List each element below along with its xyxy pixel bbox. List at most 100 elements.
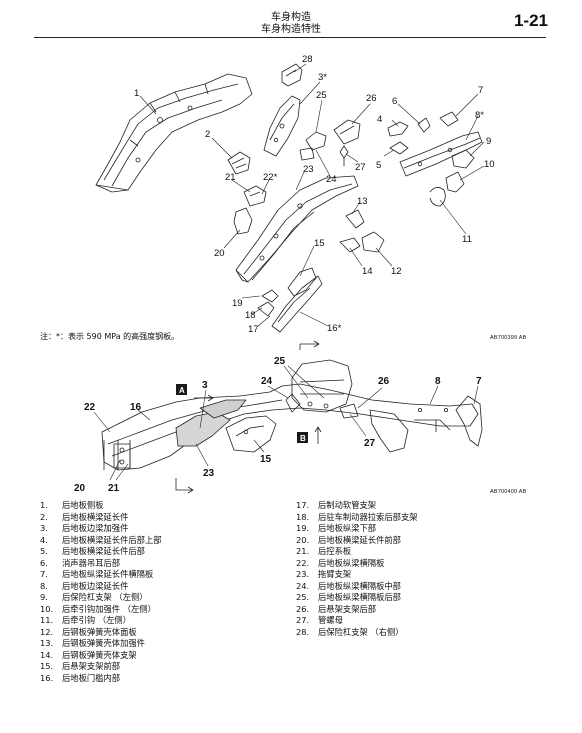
- callout-25: 25: [316, 90, 327, 101]
- callout-3: 3*: [318, 72, 327, 83]
- section-label-a-box: [176, 384, 187, 395]
- assembled-suspension-bracket-front: [225, 415, 277, 453]
- callout-9: 9: [486, 136, 491, 147]
- callout-10: 10: [484, 159, 495, 170]
- callout-16: 16*: [327, 323, 342, 334]
- part-3-side-member-reinforcement: [263, 95, 301, 157]
- legend-item: 5.后地板横梁延长件后部: [40, 546, 145, 556]
- legend-item: 27.管螺母: [296, 615, 343, 625]
- section-label-b: B: [300, 434, 306, 443]
- part-20-crossmember-extension-front: [233, 207, 253, 235]
- part-9-bumper-bracket-left: [451, 149, 475, 169]
- legend-left: 1.后地板侧板 2.后地板横梁延长件 3.后地板边梁加强件 4.后地板横梁延长件…: [40, 500, 162, 684]
- section-label-b-box: [297, 432, 308, 443]
- part-19-floor-side-member-lower: [235, 175, 359, 283]
- callout2-16: 16: [130, 402, 142, 413]
- callout-5: 5: [376, 160, 381, 171]
- callout-18: 18: [245, 310, 256, 321]
- callout-7: 7: [478, 85, 483, 96]
- callout2-27: 27: [364, 438, 376, 449]
- legend-item: 14.后钢板弹簧壳体支架: [40, 649, 137, 660]
- part-25-diaphragm-rear: [299, 131, 327, 161]
- callout2-3: 3: [202, 380, 208, 391]
- legend-item: 2.后地板横梁延长件: [40, 511, 129, 522]
- legend-item: 16.后地板门槛内部: [40, 672, 121, 683]
- legend-item: 22.后地板纵梁横隔板: [296, 557, 385, 568]
- callout-6: 6: [392, 96, 397, 107]
- callout2-20: 20: [74, 483, 86, 494]
- legend-item: 18.后驻车制动器拉索后部支架: [296, 511, 418, 522]
- section-subtitle: 车身构造特性: [261, 24, 321, 35]
- callout2-15: 15: [260, 454, 272, 465]
- high-strength-steel-note: 注：*：表示 590 MPa 的高强度钢板。: [40, 332, 180, 341]
- legend-item: 10.后牵引钩加强件 （左侧）: [40, 603, 156, 614]
- callout-24: 24: [326, 174, 337, 185]
- legend-right: 17.后制动软管支架 18.后驻车制动器拉索后部支架 19.后地板纵梁下部 20…: [296, 500, 418, 638]
- callout-22: 22*: [263, 172, 278, 183]
- part-15-suspension-bracket-front: [287, 267, 317, 297]
- figure1-code: AB700399 AB: [490, 335, 527, 341]
- legend-item: 12.后钢板弹簧壳体面板: [40, 626, 137, 637]
- callout-21: 21: [225, 172, 236, 183]
- header-rule: [34, 37, 546, 38]
- section-arrow-b: [314, 426, 322, 444]
- callout-13: 13: [357, 196, 368, 207]
- callout-27: 27: [355, 162, 366, 173]
- section-title: 车身构造: [271, 12, 311, 23]
- callout-12: 12: [391, 266, 402, 277]
- callout2-22: 22: [84, 402, 96, 413]
- part-21-bracket: [243, 185, 267, 207]
- part-12-13-14-spring-housing: [339, 209, 385, 253]
- callout2-25: 25: [274, 356, 286, 367]
- assembled-diaphragm-shaded: [175, 399, 247, 447]
- figure2-code: AB700400 AB: [490, 489, 527, 495]
- page-number: 1-21: [513, 11, 548, 30]
- legend-item: 8.后地板边梁延长件: [40, 580, 129, 591]
- legend-item: 7.后地板纵梁延长件横隔板: [40, 569, 154, 579]
- assembled-rear-extension: [369, 395, 483, 453]
- section-arrow-top: [299, 340, 320, 350]
- legend-item: 11.后牵引钩 （左侧）: [40, 615, 132, 625]
- legend-item: 3.后地板边梁加强件: [40, 523, 129, 533]
- legend-item: 20.后地板横梁延长件前部: [296, 534, 401, 545]
- legend-item: 6.消声器吊耳后部: [40, 557, 121, 568]
- callout-26: 26: [366, 93, 377, 104]
- callout2-23: 23: [203, 468, 215, 479]
- legend-item: 17.后制动软管支架: [296, 500, 377, 510]
- part-6-muffler-hanger: [417, 117, 431, 133]
- callout-4: 4: [377, 114, 382, 125]
- part-1-rear-floor-side-panel: [95, 73, 253, 193]
- callout-1: 1: [134, 88, 139, 99]
- assembled-floor-side-member: [101, 383, 479, 471]
- part-10-towing-hook-reinforcement: [445, 171, 465, 193]
- callout-28: 28: [302, 54, 313, 65]
- part-28-bumper-bracket-right: [281, 63, 303, 87]
- callout2-24: 24: [261, 376, 273, 387]
- section-label-a: A: [179, 386, 185, 395]
- assembled-rear-mount-block: [285, 359, 359, 419]
- legend-item: 25.后地板纵梁横隔板后部: [296, 592, 401, 602]
- part-17-18-brackets: [257, 289, 279, 317]
- legend-item: 24.后地板纵梁横隔板中部: [296, 580, 401, 591]
- part-4-5-crossmember-rear-parts: [387, 121, 409, 155]
- legend-item: 26.后悬架支架后部: [296, 603, 377, 614]
- part-11-towing-hook: [429, 187, 446, 207]
- callout-19: 19: [232, 298, 243, 309]
- callout2-26: 26: [378, 376, 390, 387]
- part-27-pipe-nut: [339, 145, 349, 166]
- callout-11: 11: [462, 234, 472, 245]
- legend-item: 15.后悬架支架前部: [40, 661, 121, 671]
- callout-23: 23: [303, 164, 314, 175]
- callout-8: 8*: [475, 110, 484, 121]
- legend-item: 21.后控系板: [296, 546, 352, 556]
- part-7-diaphragm: [439, 111, 459, 127]
- part-16-sill-inner: [271, 275, 323, 333]
- part-26-suspension-bracket-rear: [333, 119, 361, 145]
- legend-item: 28.后保险杠支架 （右侧）: [296, 626, 404, 637]
- legend-item: 23.拖臂支架: [296, 569, 352, 579]
- callout2-8: 8: [435, 376, 441, 387]
- legend-item: 9.后保险杠支架 （左侧）: [40, 592, 148, 602]
- callout-17: 17: [248, 324, 259, 335]
- legend-item: 13.后钢板弹簧壳体加强件: [40, 638, 145, 648]
- callout-15: 15: [314, 238, 325, 249]
